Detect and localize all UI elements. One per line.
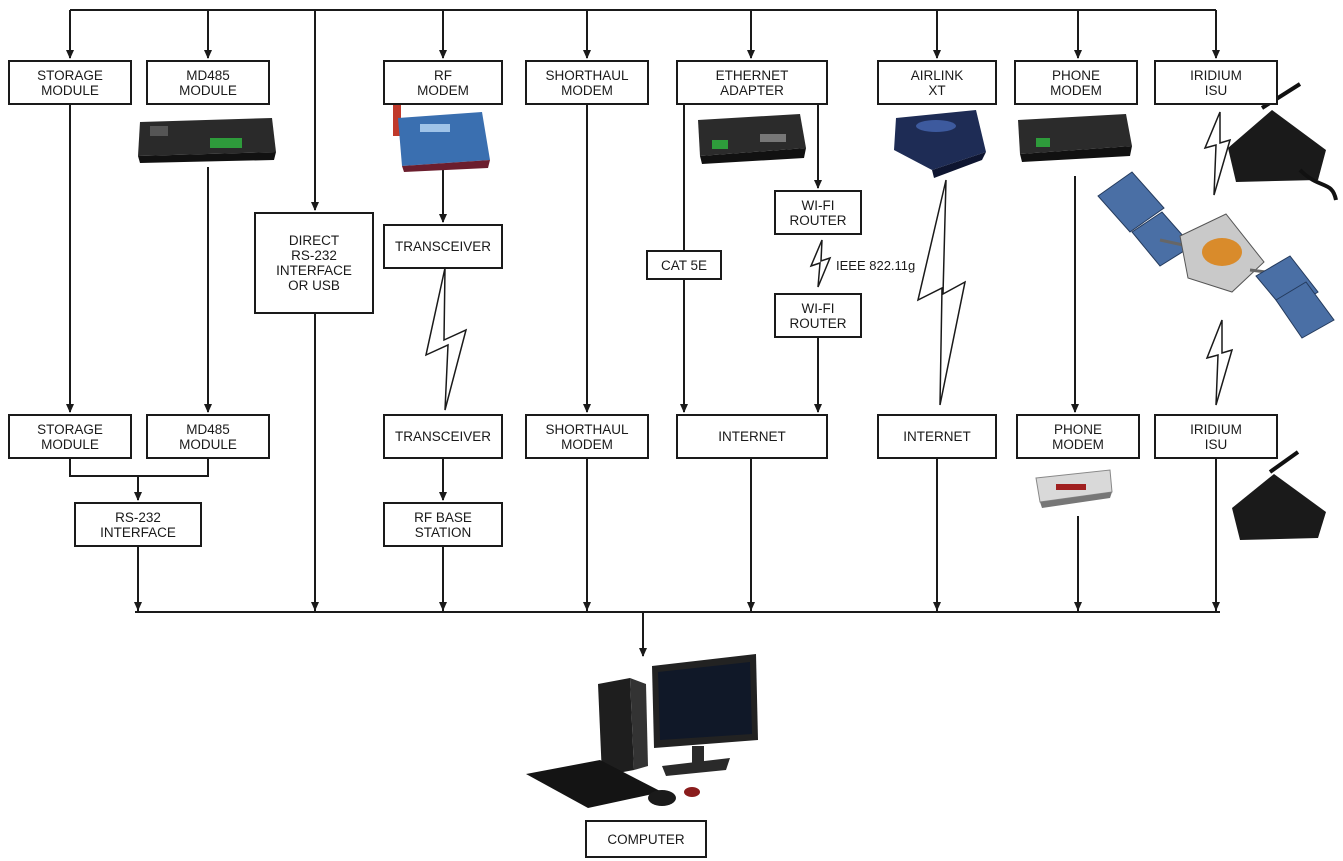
- iridium-isu-image-top: [1228, 82, 1338, 201]
- internet-node-1: INTERNET: [676, 414, 828, 459]
- rf-base-station-node: RF BASE STATION: [383, 502, 503, 547]
- airlink-xt-node: AIRLINK XT: [877, 60, 997, 105]
- iridium-link-bolt-top: [1203, 111, 1232, 196]
- phone-modem-bottom-node: PHONE MODEM: [1016, 414, 1140, 459]
- md485-device-image: [138, 118, 276, 163]
- phone-modem-top-node: PHONE MODEM: [1014, 60, 1138, 105]
- phone-modem-image-bottom: [1035, 469, 1113, 508]
- internet-node-2: INTERNET: [877, 414, 997, 459]
- phone-modem-image: [1018, 114, 1132, 162]
- iridium-isu-top-node: IRIDIUM ISU: [1154, 60, 1278, 105]
- storage-module-bottom-node: STORAGE MODULE: [8, 414, 132, 459]
- rs232-interface-node: RS-232 INTERFACE: [74, 502, 202, 547]
- rf-modem-node: RF MODEM: [383, 60, 503, 105]
- direct-rs232-node: DIRECT RS-232 INTERFACE OR USB: [254, 212, 374, 314]
- airlink-xt-image: [894, 110, 986, 178]
- md485-module-bottom-node: MD485 MODULE: [146, 414, 270, 459]
- rf-modem-image: [393, 102, 490, 172]
- wifi-router-top-node: WI-FI ROUTER: [774, 190, 862, 235]
- iridium-isu-image-bottom: [1232, 450, 1326, 540]
- storage-module-top-node: STORAGE MODULE: [8, 60, 132, 105]
- shorthaul-modem-top-node: SHORTHAUL MODEM: [525, 60, 649, 105]
- shorthaul-modem-bottom-node: SHORTHAUL MODEM: [525, 414, 649, 459]
- md485-module-top-node: MD485 MODULE: [146, 60, 270, 105]
- ethernet-adapter-node: ETHERNET ADAPTER: [676, 60, 828, 105]
- transceiver-bottom-node: TRANSCEIVER: [383, 414, 503, 459]
- cat5e-node: CAT 5E: [646, 250, 722, 280]
- airlink-link-bolt: [916, 179, 967, 406]
- iridium-link-bolt-bottom: [1205, 319, 1234, 406]
- ieee-label: IEEE 822.11g: [836, 258, 916, 273]
- transceiver-top-node: TRANSCEIVER: [383, 224, 503, 269]
- ethernet-adapter-image: [698, 114, 806, 164]
- wifi-router-bottom-node: WI-FI ROUTER: [774, 293, 862, 338]
- computer-image: [526, 654, 758, 808]
- wifi-link-bolt: [809, 239, 832, 288]
- computer-node: COMPUTER: [585, 820, 707, 858]
- rf-link-bolt: [424, 267, 468, 411]
- satellite-image: [1097, 171, 1335, 339]
- iridium-isu-bottom-node: IRIDIUM ISU: [1154, 414, 1278, 459]
